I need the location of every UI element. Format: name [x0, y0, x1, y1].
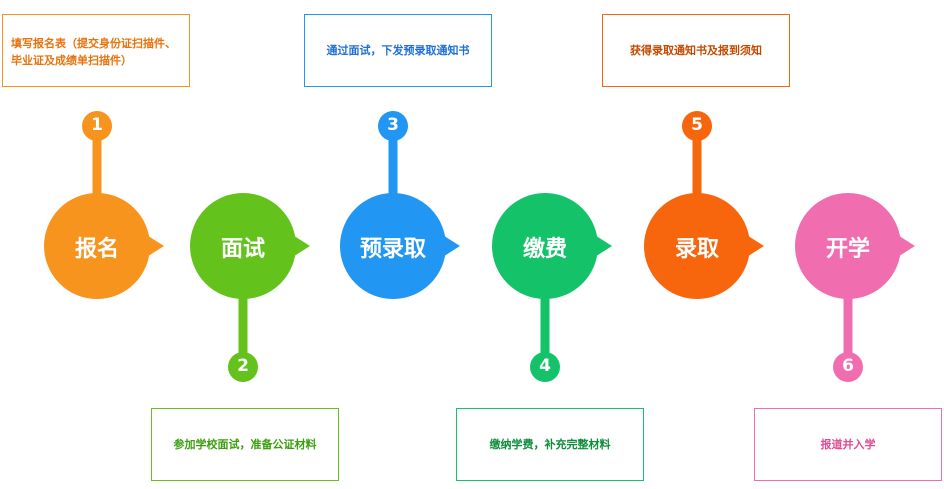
step-4 [492, 193, 612, 382]
step-label: 面试 [220, 237, 265, 262]
step-note-text: 填写报名表（提交身份证扫描件、毕业证及成绩单扫描件） [11, 35, 176, 69]
step-note-line: 毕业证及成绩单扫描件） [11, 54, 132, 67]
step-note-box: 填写报名表（提交身份证扫描件、毕业证及成绩单扫描件） [2, 14, 190, 87]
step-number-circle [682, 111, 712, 141]
step-5 [644, 111, 764, 299]
step-2 [190, 193, 310, 382]
step-number-circle [530, 352, 560, 382]
step-label: 缴费 [522, 237, 567, 262]
step-number-circle [82, 111, 112, 141]
step-bubble [644, 193, 750, 299]
step-note-text: 获得录取通知书及报到须知 [630, 42, 762, 59]
step-bubble [44, 193, 150, 299]
step-note-line: 填写报名表（提交身份证扫描件、 [11, 37, 176, 50]
step-number: 3 [387, 115, 399, 135]
step-label: 报名 [74, 237, 119, 262]
step-connector [238, 246, 248, 367]
step-label: 开学 [825, 237, 870, 262]
step-bubble [795, 193, 901, 299]
step-connector [692, 126, 702, 246]
step-connector [92, 126, 102, 246]
step-bubble [340, 193, 446, 299]
step-number: 2 [237, 356, 249, 376]
step-number-circle [378, 111, 408, 141]
step-note-line: 报道并入学 [820, 438, 876, 451]
step-number: 1 [91, 115, 103, 135]
step-1 [44, 111, 164, 299]
step-note-box: 缴纳学费，补充完整材料 [456, 408, 644, 481]
step-note-text: 报道并入学 [821, 436, 876, 453]
step-note-text: 缴纳学费，补充完整材料 [490, 436, 611, 453]
step-note-line: 通过面试，下发预录取通知书 [326, 44, 470, 57]
step-number-circle [833, 352, 863, 382]
step-number: 4 [539, 356, 551, 376]
step-number: 5 [691, 115, 703, 135]
step-bubble [190, 193, 296, 299]
step-connector [843, 246, 853, 367]
step-label: 预录取 [359, 237, 426, 262]
step-note-box: 报道并入学 [754, 408, 942, 481]
step-number: 6 [842, 356, 854, 376]
step-3 [340, 111, 460, 299]
step-connector [388, 126, 398, 246]
step-note-line: 缴纳学费，补充完整材料 [489, 438, 611, 451]
step-6 [795, 193, 915, 382]
step-note-box: 获得录取通知书及报到须知 [602, 14, 790, 87]
step-note-text: 参加学校面试，准备公证材料 [174, 436, 317, 453]
step-note-box: 通过面试，下发预录取通知书 [304, 14, 492, 87]
step-note-line: 参加学校面试，准备公证材料 [173, 438, 317, 451]
step-note-line: 获得录取通知书及报到须知 [630, 44, 762, 57]
step-label: 录取 [674, 237, 719, 262]
step-note-box: 参加学校面试，准备公证材料 [151, 408, 339, 481]
step-note-text: 通过面试，下发预录取通知书 [327, 42, 470, 59]
step-bubble [492, 193, 598, 299]
step-connector [540, 246, 550, 367]
step-number-circle [228, 352, 258, 382]
